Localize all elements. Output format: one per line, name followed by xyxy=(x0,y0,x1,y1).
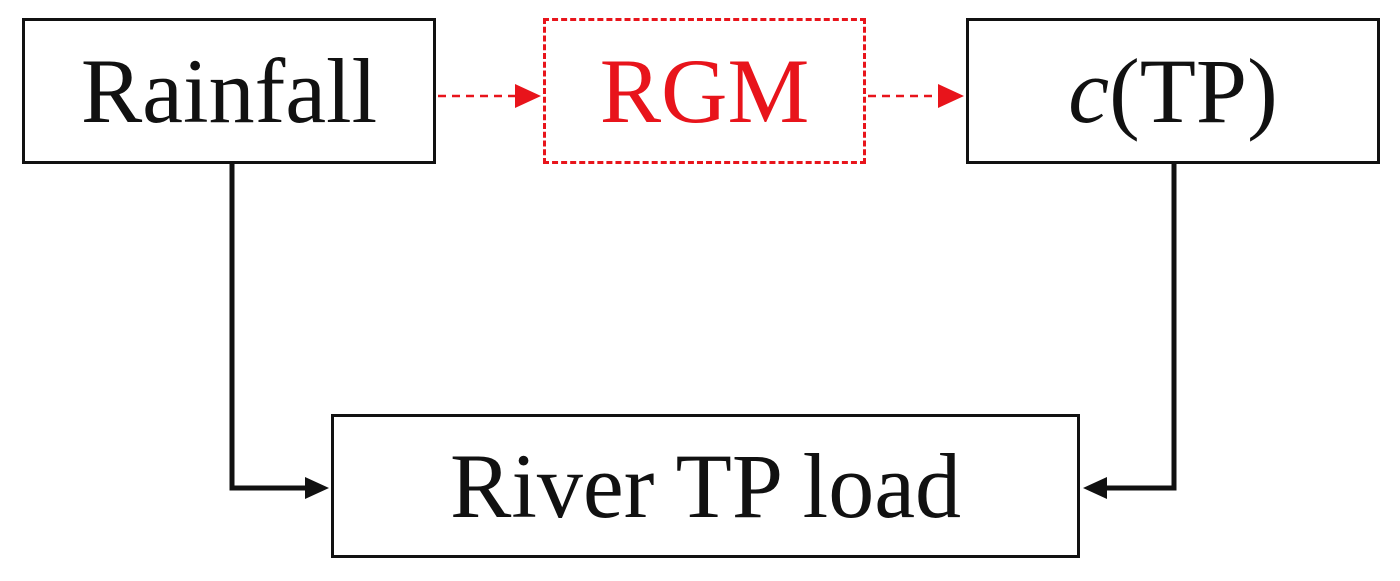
node-river-tp-load: River TP load xyxy=(331,414,1080,558)
node-ctp-label: c(TP) xyxy=(1068,45,1277,137)
node-ctp: c(TP) xyxy=(966,18,1380,164)
node-rgm-label: RGM xyxy=(599,40,810,142)
arrowhead-icon xyxy=(938,84,964,108)
node-ctp-label-rest: (TP) xyxy=(1109,40,1278,142)
node-rgm: RGM xyxy=(543,18,866,164)
node-river-label: River TP load xyxy=(449,435,962,537)
edge-rainfall-to-river xyxy=(229,164,329,499)
edge-ctp-to-river xyxy=(1083,164,1177,499)
edge-rgm-to-ctp xyxy=(868,84,964,108)
node-ctp-label-italic: c xyxy=(1068,40,1110,142)
node-rainfall-label: Rainfall xyxy=(80,40,378,142)
arrowhead-icon xyxy=(1083,477,1107,499)
node-rainfall: Rainfall xyxy=(22,18,436,164)
edge-rainfall-to-rgm xyxy=(438,84,541,108)
arrowhead-icon xyxy=(305,477,329,499)
arrowhead-icon xyxy=(515,84,541,108)
